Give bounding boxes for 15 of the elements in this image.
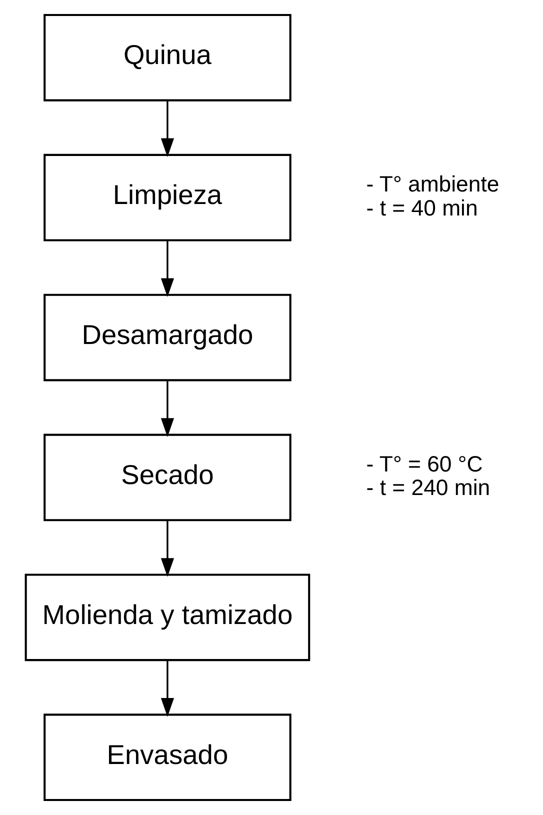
arrow — [160, 520, 174, 577]
arrow — [160, 380, 174, 437]
node-label: - T° = 60 °C — [366, 451, 482, 476]
node-box: Limpieza — [43, 154, 291, 242]
arrow — [160, 240, 174, 297]
node-box: Envasado — [43, 714, 291, 802]
node-label: - t = 240 min — [366, 475, 490, 500]
node-box: Desamargado — [43, 294, 291, 382]
node-label: - T° ambiente — [366, 171, 499, 196]
node-box: Quinua — [43, 14, 291, 102]
node-label: - t = 40 min — [366, 195, 478, 220]
arrow — [160, 660, 174, 717]
node-box: Molienda y tamizado — [24, 574, 310, 662]
arrow — [160, 100, 174, 158]
node-box: Secado — [43, 434, 291, 522]
